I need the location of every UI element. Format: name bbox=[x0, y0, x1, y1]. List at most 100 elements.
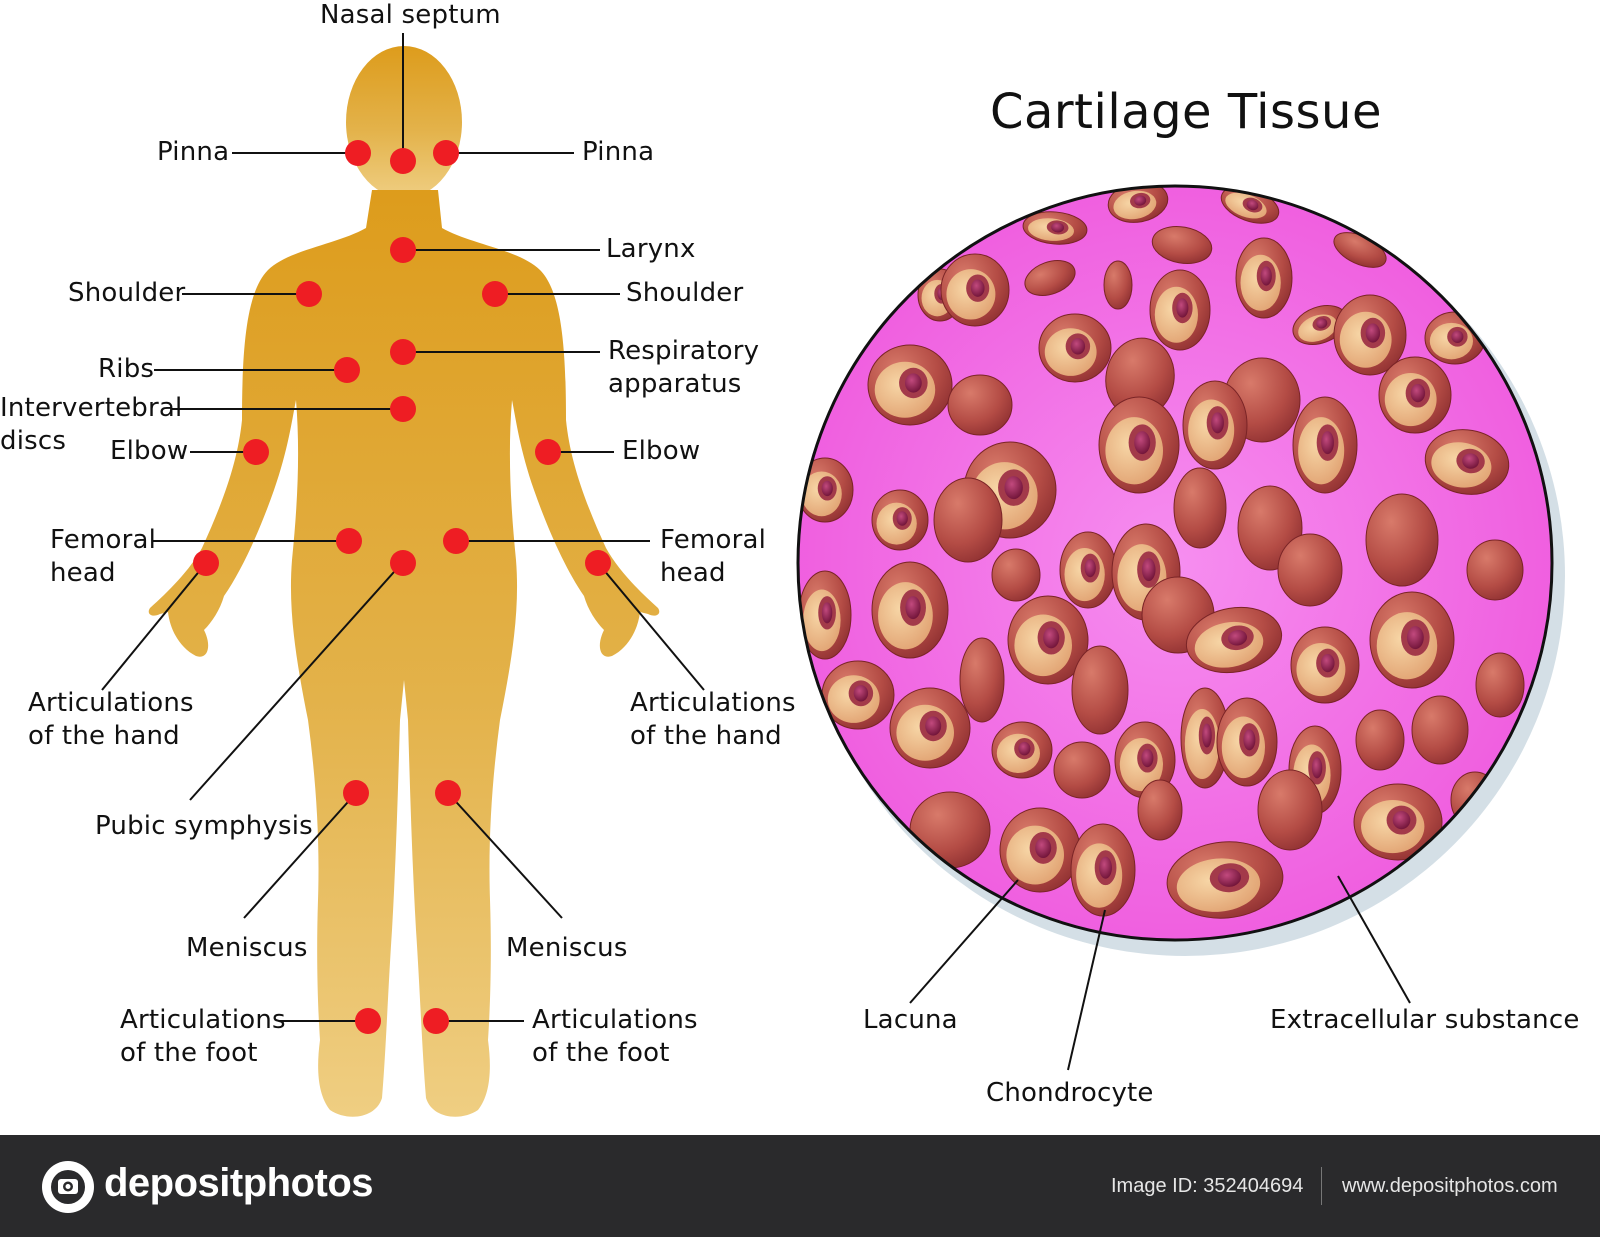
chondrocyte-cell bbox=[1053, 741, 1111, 799]
label-shoulder-left: Shoulder bbox=[68, 278, 186, 308]
marker-pinna-right bbox=[433, 140, 459, 166]
chondrocyte-cell bbox=[1071, 645, 1129, 735]
tissue-magnification bbox=[796, 184, 1565, 956]
label-pinna-right: Pinna bbox=[582, 137, 655, 167]
chondrocyte-cell bbox=[889, 687, 971, 769]
chondrocyte-cell bbox=[1059, 531, 1117, 609]
label-foot-left-line2: of the foot bbox=[120, 1038, 258, 1068]
depositphotos-logo-icon bbox=[42, 1161, 94, 1213]
chondrocyte-cell bbox=[1475, 652, 1525, 718]
chondrocyte-cell bbox=[1173, 467, 1227, 549]
chondrocyte-cell bbox=[1185, 606, 1283, 674]
marker-femoral-right bbox=[443, 528, 469, 554]
label-larynx: Larynx bbox=[606, 234, 696, 264]
chondrocyte-cell bbox=[959, 637, 1005, 723]
label-intervertebral-line1: Intervertebral bbox=[0, 393, 183, 423]
chondrocyte-cell bbox=[867, 344, 953, 426]
chondrocyte-cell bbox=[1149, 269, 1211, 351]
label-extracellular-substance: Extracellular substance bbox=[1270, 1005, 1580, 1035]
marker-foot-left bbox=[355, 1008, 381, 1034]
chondrocyte-cell bbox=[821, 660, 895, 730]
marker-meniscus-left bbox=[343, 780, 369, 806]
chondrocyte-cell bbox=[947, 374, 1013, 436]
label-hand-right-line1: Articulations bbox=[630, 688, 796, 718]
label-pubic-symphysis: Pubic symphysis bbox=[95, 811, 313, 841]
chondrocyte-cell bbox=[1038, 313, 1112, 383]
chondrocyte-cell bbox=[1007, 595, 1089, 685]
marker-shoulder-right bbox=[482, 281, 508, 307]
label-shoulder-right: Shoulder bbox=[626, 278, 744, 308]
label-nasal-septum: Nasal septum bbox=[320, 0, 501, 30]
chondrocyte-cell bbox=[871, 561, 949, 659]
chondrocyte-cell bbox=[1022, 211, 1088, 245]
label-femoral-right-line1: Femoral bbox=[660, 525, 767, 555]
label-femoral-right-line2: head bbox=[660, 558, 726, 588]
chondrocyte-cell bbox=[1216, 697, 1278, 787]
site-url-link[interactable]: www.depositphotos.com bbox=[1342, 1175, 1558, 1197]
marker-respiratory bbox=[390, 339, 416, 365]
marker-larynx bbox=[390, 237, 416, 263]
chondrocyte-cell bbox=[1180, 687, 1230, 789]
tissue-leader-lines bbox=[909, 875, 1411, 1071]
chondrocyte-cell bbox=[1292, 396, 1358, 494]
image-id-text: Image ID: 352404694 bbox=[1111, 1175, 1304, 1197]
label-femoral-left-line2: head bbox=[50, 558, 116, 588]
chondrocyte-cell bbox=[798, 570, 852, 660]
diagram-canvas: Cartilage Tissue Nasal septum Pinna Pinn… bbox=[0, 0, 1580, 1117]
marker-ribs bbox=[334, 357, 360, 383]
label-pinna-left: Pinna bbox=[157, 137, 230, 167]
chondrocyte-cell bbox=[1098, 396, 1180, 494]
diagram-title: Cartilage Tissue bbox=[990, 84, 1382, 140]
chondrocyte-cell bbox=[940, 253, 1010, 327]
footer-divider bbox=[1321, 1167, 1322, 1205]
label-femoral-left-line1: Femoral bbox=[50, 525, 157, 555]
chondrocyte-cell bbox=[1103, 260, 1133, 310]
marker-intervertebral bbox=[390, 396, 416, 422]
cartilage-markers bbox=[193, 140, 611, 1034]
marker-pubic-symphysis bbox=[390, 550, 416, 576]
chondrocyte-cell bbox=[798, 457, 854, 523]
chondrocyte-cell bbox=[1353, 783, 1443, 861]
label-chondrocyte: Chondrocyte bbox=[986, 1078, 1154, 1108]
chondrocyte-cell bbox=[1257, 769, 1323, 851]
label-elbow-left: Elbow bbox=[110, 436, 189, 466]
label-foot-right-line2: of the foot bbox=[532, 1038, 670, 1068]
label-hand-left-line2: of the hand bbox=[28, 721, 180, 751]
chondrocyte-cell bbox=[1378, 356, 1452, 434]
marker-pinna-left bbox=[345, 140, 371, 166]
chondrocyte-cell bbox=[1220, 186, 1280, 224]
label-meniscus-right: Meniscus bbox=[506, 933, 628, 963]
marker-hand-left bbox=[193, 550, 219, 576]
chondrocyte-cell bbox=[1151, 226, 1213, 264]
watermark-footer: depositphotos Image ID: 352404694 www.de… bbox=[0, 1135, 1600, 1237]
label-ribs: Ribs bbox=[98, 354, 155, 384]
label-foot-right-line1: Articulations bbox=[532, 1005, 698, 1035]
marker-elbow-left bbox=[243, 439, 269, 465]
chondrocyte-cell bbox=[1369, 591, 1455, 689]
label-meniscus-left: Meniscus bbox=[186, 933, 308, 963]
torso-and-arms-shape bbox=[148, 190, 660, 1117]
chondrocyte-cell bbox=[1424, 429, 1510, 495]
chondrocyte-cell bbox=[1166, 841, 1284, 919]
chondrocyte-cell bbox=[1290, 626, 1360, 704]
chondrocyte-cell bbox=[1355, 709, 1405, 771]
chondrocyte-cell bbox=[1333, 294, 1407, 376]
marker-hand-right bbox=[585, 550, 611, 576]
chondrocyte-cell bbox=[871, 489, 929, 551]
marker-shoulder-left bbox=[296, 281, 322, 307]
marker-femoral-left bbox=[336, 528, 362, 554]
marker-foot-right bbox=[423, 1008, 449, 1034]
illustration bbox=[101, 33, 1565, 1117]
label-lacuna: Lacuna bbox=[863, 1005, 958, 1035]
label-foot-left-line1: Articulations bbox=[120, 1005, 286, 1035]
chondrocyte-cell bbox=[1114, 721, 1176, 799]
chondrocyte-cell bbox=[1277, 533, 1343, 607]
label-intervertebral-line2: discs bbox=[0, 426, 67, 456]
chondrocyte-cell bbox=[999, 807, 1081, 893]
chondrocyte-cell bbox=[1411, 695, 1469, 765]
marker-elbow-right bbox=[535, 439, 561, 465]
chondrocyte-cell bbox=[1137, 779, 1183, 841]
marker-meniscus-right bbox=[435, 780, 461, 806]
label-respiratory-line1: Respiratory bbox=[608, 336, 760, 366]
chondrocyte-cell bbox=[1182, 380, 1248, 470]
